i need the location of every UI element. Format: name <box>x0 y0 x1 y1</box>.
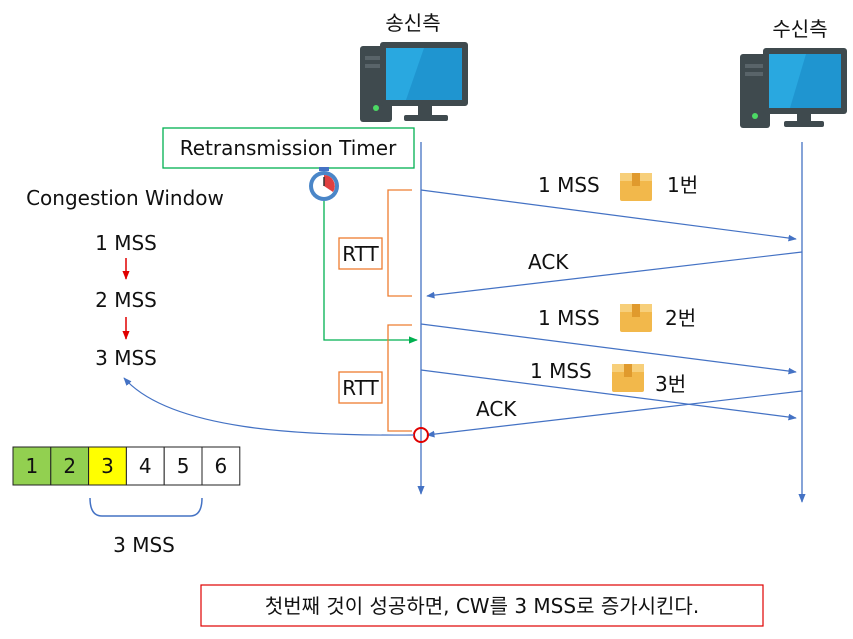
window-cell-label: 6 <box>215 454 228 478</box>
window-cell-label: 4 <box>139 454 152 478</box>
ack-1-label: ACK <box>528 250 569 274</box>
rtt-bracket-2 <box>387 324 412 432</box>
ack-2-label: ACK <box>476 397 517 421</box>
package-icon-2 <box>620 304 652 332</box>
segment-3-arrow <box>420 369 797 421</box>
package-icon-3 <box>612 364 644 392</box>
rtt-label-2: RTT <box>342 376 379 400</box>
rtt-bracket-1 <box>387 189 412 297</box>
segment-3-number: 3번 <box>655 372 686 396</box>
window-cell <box>12 446 52 486</box>
receiver-computer-icon <box>740 48 847 128</box>
window-cell-label: 5 <box>177 454 190 478</box>
caption-box <box>200 584 764 627</box>
rtt-label-1: RTT <box>342 242 379 266</box>
rtt-box-1 <box>338 237 383 270</box>
rtt-box-2 <box>338 371 383 404</box>
segment-2-size: 1 MSS <box>538 306 600 330</box>
cw-step-1: 1 MSS <box>95 231 157 255</box>
retransmission-timer-label: Retransmission Timer <box>180 136 397 160</box>
segment-1-size: 1 MSS <box>538 173 600 197</box>
window-cell-label: 2 <box>63 454 76 478</box>
window-cell-label: 3 <box>101 454 114 478</box>
receiver-title: 수신측 <box>772 17 827 41</box>
segment-2-number: 2번 <box>665 306 696 330</box>
stopwatch-icon <box>309 167 339 201</box>
window-cell <box>163 446 203 486</box>
ack-2-arrow <box>426 390 803 438</box>
segment-1-arrow <box>420 189 797 242</box>
timer-line <box>323 201 418 344</box>
window-cell <box>201 446 241 486</box>
caption-text: 첫번째 것이 성공하면, CW를 3 MSS로 증가시킨다. <box>265 594 699 618</box>
package-icon-1 <box>620 173 652 201</box>
segment-3-size: 1 MSS <box>530 359 592 383</box>
sender-computer-icon <box>360 42 468 122</box>
retransmission-timer-box <box>162 127 415 169</box>
cw-step-3: 3 MSS <box>95 346 157 370</box>
window-cell-label: 1 <box>26 454 39 478</box>
ack-1-arrow <box>426 251 803 299</box>
segment-2-arrow <box>420 323 797 375</box>
sender-title: 송신측 <box>385 11 440 35</box>
window-brace-label: 3 MSS <box>113 533 175 557</box>
window-cell <box>88 446 127 486</box>
cw-update-arrow <box>123 377 415 436</box>
window-brace <box>89 497 203 517</box>
cw-step-2: 2 MSS <box>95 288 157 312</box>
segment-1-number: 1번 <box>667 173 698 197</box>
cw-title: Congestion Window <box>26 186 224 210</box>
